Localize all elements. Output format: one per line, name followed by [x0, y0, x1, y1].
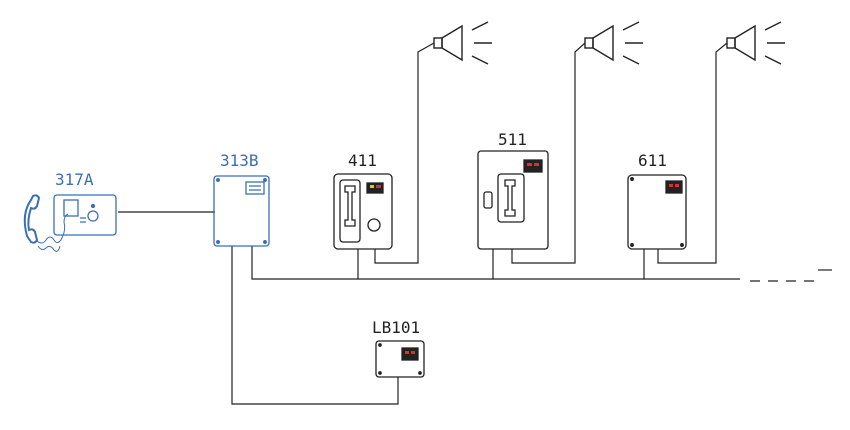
speaker-horn: [592, 24, 614, 62]
label-lb101: LB101: [372, 318, 420, 337]
speaker-horn: [734, 24, 756, 62]
station-317a-cradle: [63, 199, 79, 217]
screw-icon: [378, 371, 382, 375]
speaker-icon: [584, 37, 594, 49]
wire-313b-411: [251, 246, 359, 280]
unit-313b-box: [213, 175, 270, 247]
screw-icon: [680, 243, 684, 247]
station-411: [333, 173, 393, 250]
screw-icon: [630, 177, 634, 181]
station-511-red-indicator-2: [534, 163, 539, 166]
screw-icon: [263, 178, 267, 182]
screw-icon: [418, 371, 422, 375]
wire-511-611: [493, 249, 645, 280]
unit-lb101-red-indicator-2: [411, 351, 415, 354]
screw-icon: [630, 243, 634, 247]
station-511-box: [477, 150, 549, 250]
station-411-knob: [367, 218, 381, 232]
wire-511-speaker: [511, 42, 586, 264]
station-511-red-indicator: [527, 163, 532, 166]
handset-cord-coil: [37, 245, 61, 252]
speaker-411: [433, 21, 492, 65]
speaker-611: [726, 21, 785, 65]
station-611-box: [627, 174, 687, 250]
station-317a-box: [53, 194, 117, 236]
wiring: [118, 42, 832, 405]
station-411-box: [333, 173, 393, 250]
label-611: 611: [638, 151, 667, 170]
station-317a-knob: [87, 210, 99, 222]
wire-411-speaker: [374, 42, 435, 264]
wire-411-511: [358, 249, 494, 280]
station-511: [477, 150, 549, 250]
station-411-label-plate: [366, 182, 384, 194]
station-411-handset-recess: [339, 179, 361, 243]
speaker-511: [584, 21, 643, 65]
speaker-icon: [726, 37, 736, 49]
handset-cord: [35, 213, 69, 244]
unit-313b-panel-lines: [249, 185, 261, 191]
label-313b: 313B: [220, 151, 259, 170]
station-511-label-plate: [523, 159, 543, 173]
sound-waves-icon: [471, 21, 492, 65]
label-411: 411: [348, 151, 377, 170]
speaker-icon: [433, 37, 443, 49]
station-317a-led: [90, 203, 96, 209]
unit-lb101: [375, 340, 425, 378]
station-611-red-indicator: [669, 184, 673, 187]
station-511-switch: [483, 191, 493, 209]
unit-lb101-box: [375, 340, 425, 378]
wire-313b-lb101: [231, 246, 399, 405]
label-317a: 317A: [55, 170, 94, 189]
unit-313b-panel: [245, 181, 265, 195]
station-511-handset-recess: [497, 173, 525, 223]
unit-313b: [213, 175, 270, 247]
station-411-red-indicator: [376, 185, 381, 188]
sound-waves-icon: [622, 21, 643, 65]
station-611-red-indicator-2: [675, 184, 679, 187]
handset-icon: [23, 194, 41, 244]
station-317a: [23, 194, 117, 252]
sound-waves-icon: [764, 21, 785, 65]
station-611-label-plate: [665, 180, 683, 194]
screw-icon: [216, 178, 220, 182]
label-511: 511: [498, 130, 527, 149]
screw-icon: [216, 240, 220, 244]
station-411-yellow-indicator: [370, 185, 374, 188]
speaker-horn: [441, 24, 463, 62]
station-317a-keys: [80, 217, 86, 223]
handset-icon: [344, 185, 356, 227]
screw-icon: [378, 343, 382, 347]
screw-icon: [263, 240, 267, 244]
wire-611-speaker: [657, 42, 728, 264]
handset-icon: [504, 179, 516, 217]
unit-lb101-red-indicator: [405, 351, 409, 354]
station-611: [627, 174, 687, 250]
unit-lb101-label-plate: [401, 347, 419, 361]
